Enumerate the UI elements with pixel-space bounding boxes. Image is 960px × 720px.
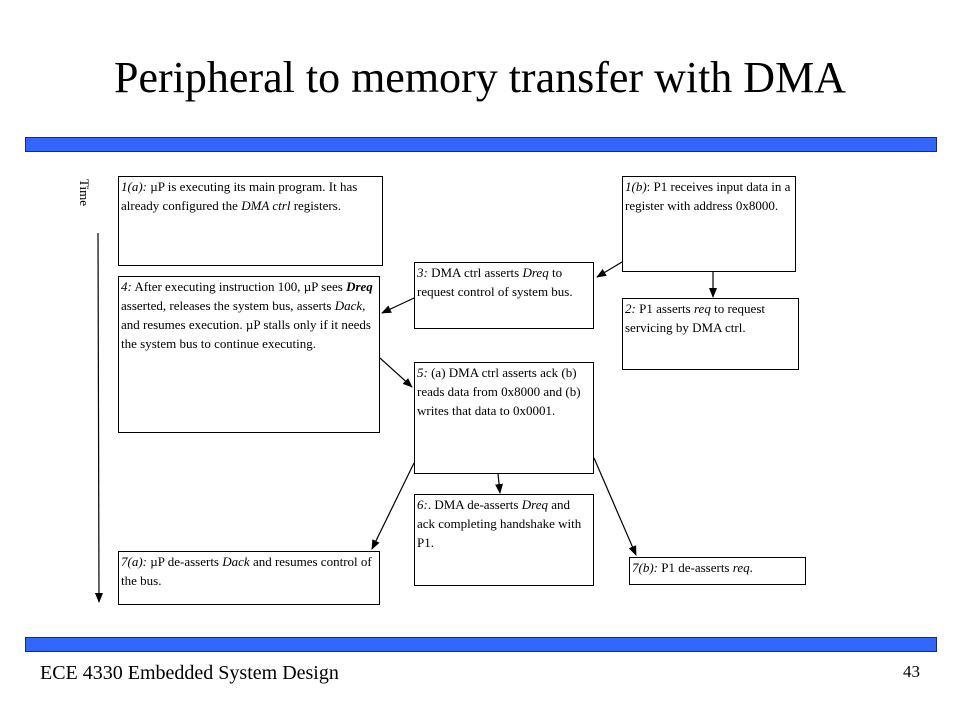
step-label: 4: — [121, 279, 132, 294]
time-axis-arrow — [94, 232, 103, 603]
step-text: P1 de-asserts — [658, 560, 733, 575]
step-text: to request servicing by DMA ctrl. — [625, 301, 765, 335]
step-label: 7(a): — [121, 554, 147, 569]
step-7b-box: 7(b): P1 de-asserts req. — [629, 557, 806, 585]
arrow-3-to-4 — [381, 297, 415, 314]
arrow-5-to-6 — [495, 473, 504, 494]
step-term: req — [732, 560, 750, 575]
step-term: Dreq — [521, 497, 548, 512]
step-label: 5: — [417, 365, 428, 380]
step-label: 1(b) — [625, 179, 647, 194]
step-3-box: 3: DMA ctrl asserts Dreq to request cont… — [414, 262, 594, 329]
step-text: µP de-asserts — [147, 554, 223, 569]
course-footer: ECE 4330 Embedded System Design — [40, 662, 339, 684]
step-2-box: 2: P1 asserts req to request servicing b… — [622, 298, 799, 370]
title-divider-bar — [25, 137, 937, 152]
step-label: 2: — [625, 301, 636, 316]
step-text: registers. — [290, 198, 341, 213]
step-term: Dack — [334, 298, 363, 313]
step-text: After executing instruction 100, µP sees — [131, 279, 347, 294]
step-term: Dack — [222, 554, 250, 569]
step-label: 1(a): — [121, 179, 147, 194]
step-text: and resumes control of the bus. — [121, 554, 372, 588]
arrow-4-to-5 — [379, 357, 413, 388]
step-label: 7(b): — [632, 560, 658, 575]
step-label: 6: — [417, 497, 428, 512]
step-text: and ack completing handshake with P1. — [417, 497, 582, 550]
step-text: (a) DMA ctrl asserts ack (b) reads data … — [417, 365, 581, 418]
step-term: Dreq — [346, 279, 373, 294]
step-text: : P1 receives input data in a register w… — [625, 179, 791, 213]
step-7a-box: 7(a): µP de-asserts Dack and resumes con… — [118, 551, 380, 605]
page-number: 43 — [903, 662, 920, 681]
step-1a-box: 1(a): µP is executing its main program. … — [118, 176, 383, 266]
step-term: req — [693, 301, 711, 316]
step-text: , and resumes execution. µP stalls only … — [121, 298, 371, 351]
step-1b-box: 1(b): P1 receives input data in a regist… — [622, 176, 796, 272]
arrow-1b-to-3 — [596, 261, 623, 278]
step-text: asserted, releases the system bus, asser… — [121, 298, 335, 313]
step-term: DMA ctrl — [241, 198, 291, 213]
footer-divider-bar — [25, 637, 937, 652]
arrow-5-to-7a — [371, 462, 415, 550]
step-6-box: 6:. DMA de-asserts Dreq and ack completi… — [414, 494, 594, 586]
step-term: Dreq — [522, 265, 549, 280]
arrow-5-to-7b — [593, 457, 637, 556]
page-title: Peripheral to memory transfer with DMA — [114, 53, 846, 102]
step-text: P1 asserts — [635, 301, 694, 316]
step-text: . — [749, 560, 753, 575]
step-label: 3: — [417, 265, 428, 280]
step-4-box: 4: After executing instruction 100, µP s… — [118, 276, 380, 433]
time-axis-label: Time — [77, 179, 92, 206]
step-text: . DMA de-asserts — [427, 497, 522, 512]
step-text: to request control of system bus. — [417, 265, 573, 299]
step-text: DMA ctrl asserts — [427, 265, 523, 280]
step-text: µP is executing its main program. It has… — [121, 179, 358, 213]
step-5-box: 5: (a) DMA ctrl asserts ack (b) reads da… — [414, 362, 594, 474]
